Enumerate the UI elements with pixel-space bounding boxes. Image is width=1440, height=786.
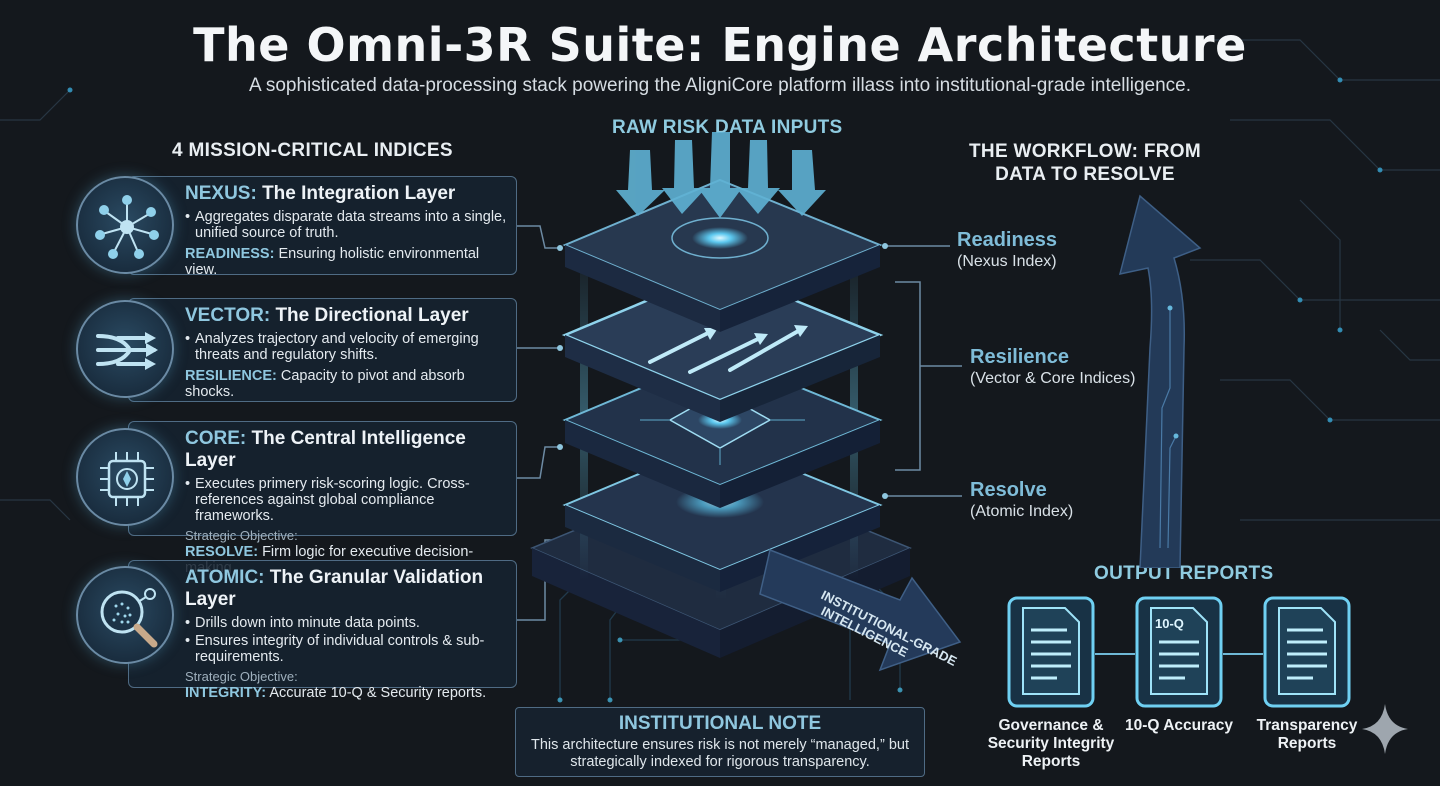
workflow-heading: THE WORKFLOW: FROM DATA TO RESOLVE [969, 141, 1201, 185]
magnifier-icon [76, 566, 174, 664]
card-bullet: Ensures integrity of individual controls… [185, 633, 508, 665]
card-objective: Strategic Objective: [185, 528, 298, 543]
card-title: ATOMIC: The Granular Validation Layer [185, 567, 484, 610]
card-title: CORE: The Central Intelligence Layer [185, 428, 466, 471]
card-bullet: Drills down into minute data points. [185, 615, 508, 631]
card-title: VECTOR: The Directional Layer [185, 305, 469, 326]
output-label-10q: 10-Q Accuracy [1125, 717, 1233, 734]
card-bullet: Executes primery risk-scoring logic. Cro… [185, 476, 508, 524]
index-card-core: CORE: The Central Intelligence Layer Exe… [128, 421, 517, 576]
doc-mark-10q: 10-Q [1155, 616, 1184, 631]
card-outcome: READINESS: Ensuring holistic environment… [185, 246, 480, 278]
indices-heading: 4 MISSION-CRITICAL INDICES [172, 140, 453, 161]
note-heading: INSTITUTIONAL NOTE [618, 713, 822, 734]
sparkle-icon [1362, 704, 1408, 754]
output-label-governance: Governance & Security Integrity Reports [987, 717, 1115, 770]
page-subtitle: A sophisticated data-processing stack po… [248, 75, 1192, 96]
inputs-heading: RAW RISK DATA INPUTS [612, 117, 843, 138]
card-title: NEXUS: The Integration Layer [185, 183, 456, 204]
network-hub-icon [76, 176, 174, 274]
output-label-transparency: Transparency Reports [1256, 717, 1358, 752]
workflow-stage-readiness: Readiness (Nexus Index) [957, 229, 1058, 270]
index-card-vector: VECTOR: The Directional Layer Analyzes t… [128, 298, 517, 402]
card-bullet: Aggregates disparate data streams into a… [185, 209, 508, 241]
workflow-up-arrow-icon [1118, 194, 1202, 568]
index-card-nexus: NEXUS: The Integration Layer Aggregates … [128, 176, 517, 278]
engine-stack: INSTITUTIONAL-GRADE INTELLIGENCE [530, 132, 962, 672]
index-card-atomic: ATOMIC: The Granular Validation Layer Dr… [128, 560, 517, 701]
outputs-heading: OUTPUT REPORTS [1094, 563, 1274, 584]
output-connectors [1095, 653, 1263, 655]
transparency-report-doc-icon [1263, 596, 1351, 708]
note-body: This architecture ensures risk is not me… [531, 737, 909, 770]
institutional-note: INSTITUTIONAL NOTE This architecture ens… [515, 707, 925, 777]
workflow-stage-resolve: Resolve (Atomic Index) [970, 479, 1074, 520]
card-bullet: Analyzes trajectory and velocity of emer… [185, 331, 508, 363]
processor-chip-icon [76, 428, 174, 526]
converging-arrows-icon [76, 300, 174, 398]
10q-report-doc-icon: 10-Q [1135, 596, 1223, 708]
page-title: The Omni-3R Suite: Engine Architecture [193, 18, 1247, 72]
governance-report-doc-icon [1007, 596, 1095, 708]
workflow-stage-resilience: Resilience (Vector & Core Indices) [970, 346, 1136, 387]
card-objective: Strategic Objective: [185, 669, 298, 684]
card-outcome: RESILIENCE: Capacity to pivot and absorb… [185, 368, 465, 400]
card-outcome: INTEGRITY: Accurate 10-Q & Security repo… [185, 685, 487, 701]
